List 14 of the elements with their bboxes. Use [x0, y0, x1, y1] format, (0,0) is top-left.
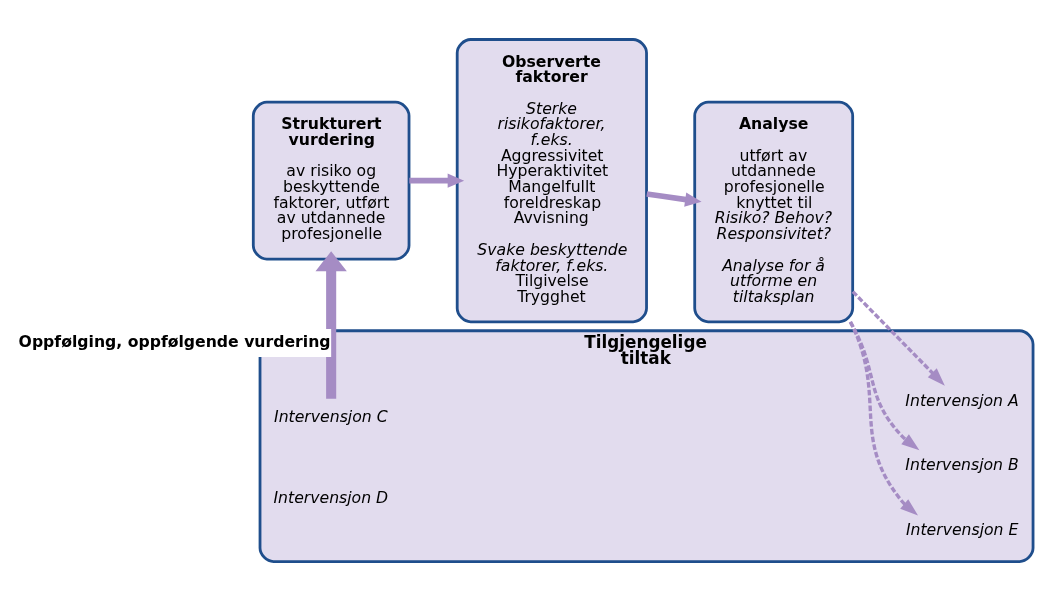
node-text: Intervensjon A	[905, 389, 1019, 409]
arrow	[849, 320, 918, 515]
arrow	[315, 250, 347, 399]
node-box: Strukturert vurdering av risiko og beskyttende faktorer, utført av utdannede profesjonelle	[251, 100, 411, 260]
arrow	[646, 190, 702, 207]
node-text: Intervensjon D	[273, 487, 389, 507]
arrow	[409, 172, 465, 188]
node-box: Analyse utført av utdannede profesjonelle knyttet til Risiko? Behov? Responsivitet? Analyse for å utforme en tiltaksplan	[693, 100, 855, 323]
node-box: Observerte faktorer Sterke risikofaktorer, f.eks. Aggressivitet Hyperaktivitet Mangelfullt foreldreskap Avvisning Svake beskyttende faktorer, f.eks. Tilgivelse Trygghet	[455, 37, 648, 323]
node-text: Intervensjon E	[905, 519, 1019, 539]
arrow	[848, 320, 920, 450]
node-text: Intervensjon C	[274, 406, 388, 426]
node-text: Intervensjon B	[905, 454, 1019, 474]
arrow	[851, 290, 945, 386]
